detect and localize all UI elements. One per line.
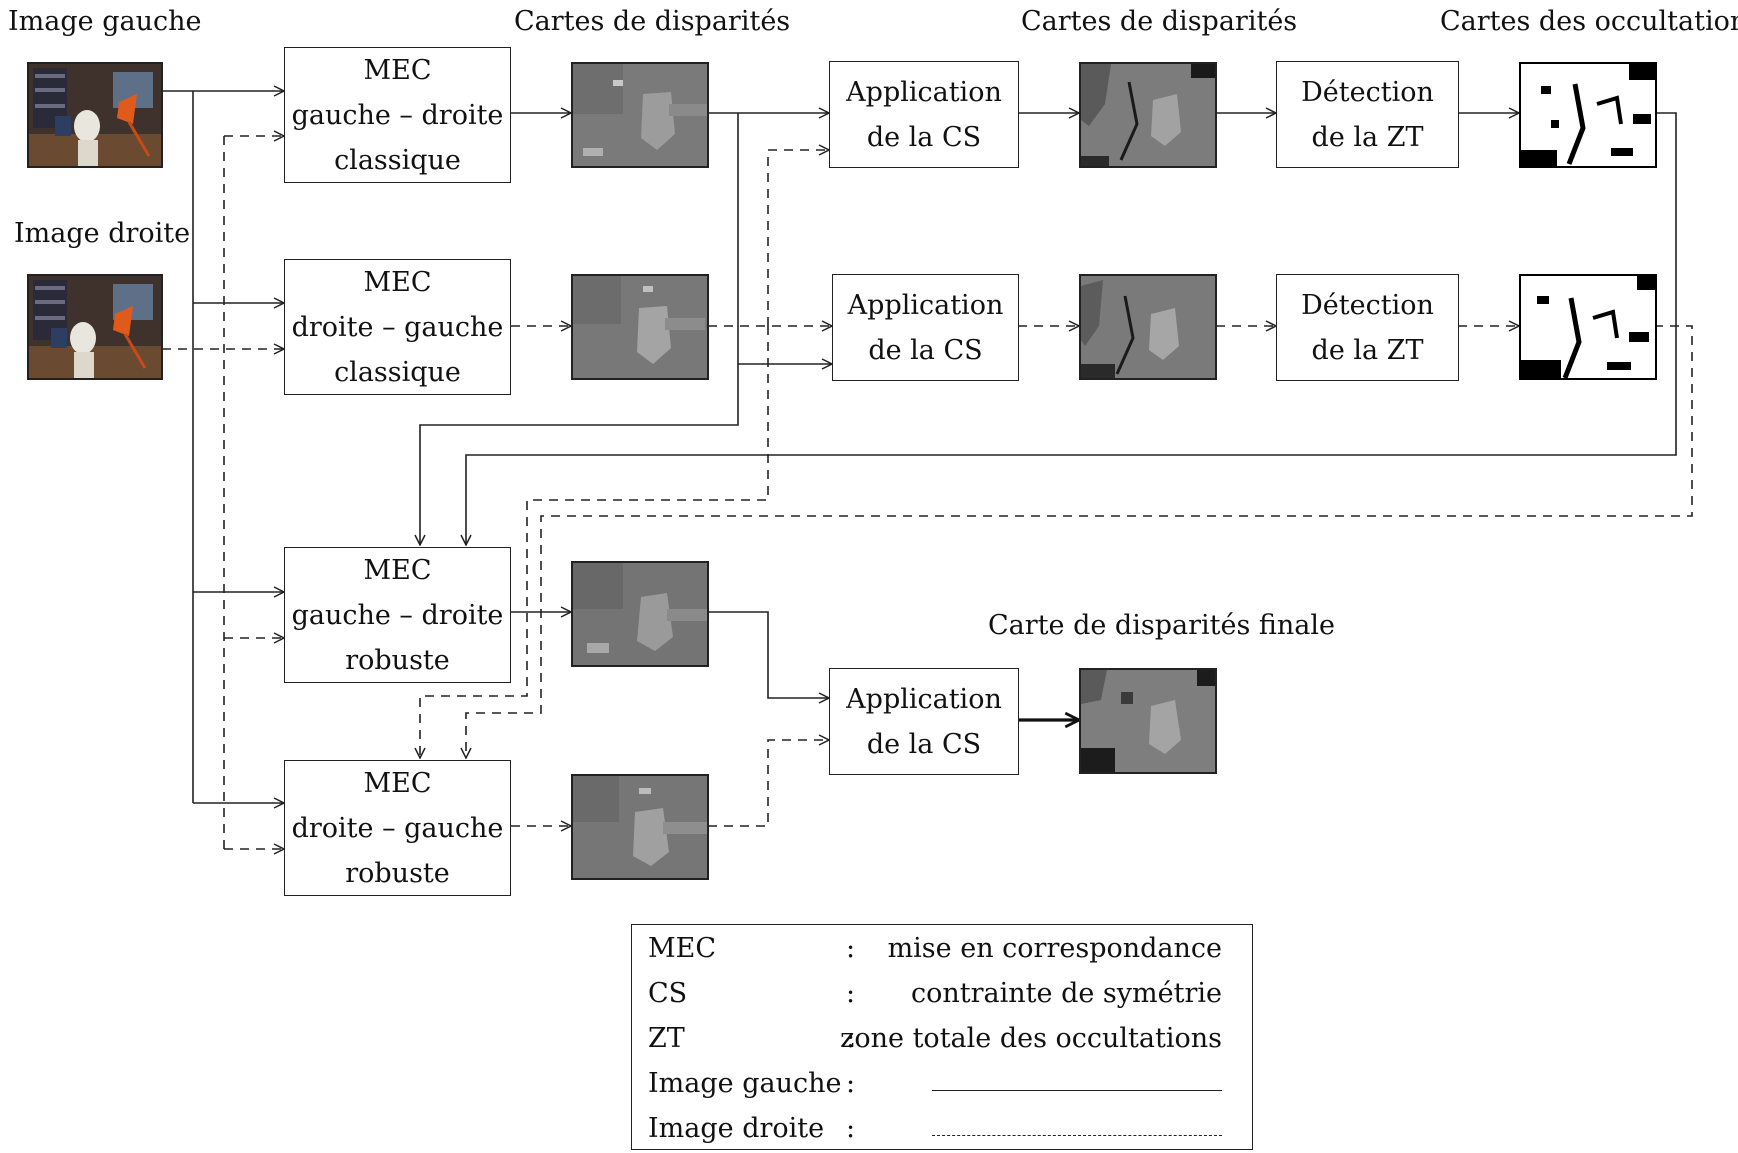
zt-detection-box-2: Détection de la ZT <box>1276 274 1459 381</box>
box-line: de la CS <box>866 728 982 760</box>
legend-row-right-image: Image droite : <box>648 1113 1222 1153</box>
legend-row-zt: ZT : zone totale des occultations <box>648 1023 1222 1063</box>
legend-definition: contrainte de symétrie <box>911 978 1222 1009</box>
final-map-title: Carte de disparités finale <box>988 610 1335 641</box>
legend-colon: : <box>846 1023 856 1054</box>
right-image-photo <box>27 274 163 380</box>
box-line: de la CS <box>866 121 982 153</box>
legend-row-left-image: Image gauche : <box>648 1068 1222 1108</box>
box-line: robuste <box>345 857 450 889</box>
box-line: classique <box>334 144 461 176</box>
box-line: Détection <box>1301 289 1434 321</box>
box-line: gauche – droite <box>291 599 504 631</box>
legend-definition: zone totale des occultations <box>840 1023 1222 1054</box>
mec-left-right-robust-box: MEC gauche – droite robuste <box>284 547 511 683</box>
legend-solid-line-sample <box>932 1090 1222 1091</box>
line-occ1-feedback-to-mec-lr-robust <box>466 112 1677 545</box>
cs-application-box-1: Application de la CS <box>829 61 1019 168</box>
disparity-map-cs-1 <box>1079 62 1217 168</box>
line-disp-lr-down-to-mec-lr-robust <box>420 113 739 545</box>
legend-colon: : <box>846 978 856 1009</box>
disparity-map-cs-2 <box>1079 274 1217 380</box>
legend-colon: : <box>846 933 856 964</box>
box-line: robuste <box>345 644 450 676</box>
left-image-title: Image gauche <box>8 6 202 37</box>
disparity-maps-title-1: Cartes de disparités <box>514 6 791 37</box>
legend-dashed-line-sample <box>932 1135 1222 1136</box>
legend-colon: : <box>846 1113 856 1144</box>
mec-left-right-classic-box: MEC gauche – droite classique <box>284 47 511 183</box>
right-image-title: Image droite <box>14 218 191 249</box>
occlusion-maps-title: Cartes des occultations <box>1440 6 1738 37</box>
box-line: de la ZT <box>1311 121 1424 153</box>
line-occ2-feedback-to-mec-rl-robust <box>466 325 1693 758</box>
cs-application-box-final: Application de la CS <box>829 668 1019 775</box>
box-line: gauche – droite <box>291 99 504 131</box>
box-line: Application <box>846 76 1002 108</box>
box-line: MEC <box>363 54 432 86</box>
occlusion-map-2 <box>1519 274 1657 380</box>
box-line: MEC <box>363 266 432 298</box>
legend-term: Image gauche <box>648 1068 842 1099</box>
disparity-maps-title-2: Cartes de disparités <box>1021 6 1298 37</box>
legend-definition: mise en correspondance <box>887 933 1222 964</box>
box-line: Détection <box>1301 76 1434 108</box>
left-image-photo <box>27 62 163 168</box>
box-line: de la CS <box>868 334 983 366</box>
box-line: droite – gauche <box>291 812 504 844</box>
box-line: de la ZT <box>1311 334 1424 366</box>
legend-term: MEC <box>648 933 717 964</box>
box-line: MEC <box>363 554 432 586</box>
legend-colon: : <box>846 1068 856 1099</box>
legend-row-cs: CS : contrainte de symétrie <box>648 978 1222 1018</box>
line-disp-rl-down-to-mec-rl-robust <box>420 326 769 758</box>
line-disp-rl-up-to-cs1 <box>767 150 829 326</box>
legend-row-mec: MEC : mise en correspondance <box>648 933 1222 973</box>
box-line: MEC <box>363 767 432 799</box>
disparity-map-lr-robust <box>571 561 709 667</box>
zt-detection-box-1: Détection de la ZT <box>1276 61 1459 168</box>
disparity-map-lr-classic <box>571 62 709 168</box>
legend-box: MEC : mise en correspondance CS : contra… <box>631 924 1253 1150</box>
line-disp-lr-robust-to-cs-final <box>708 611 829 698</box>
occlusion-map-1 <box>1519 62 1657 168</box>
box-line: Application <box>846 683 1002 715</box>
final-disparity-map <box>1079 668 1217 774</box>
cs-application-box-2: Application de la CS <box>832 274 1019 381</box>
mec-right-left-robust-box: MEC droite – gauche robuste <box>284 760 511 896</box>
line-disp-rl-robust-to-cs-final <box>708 740 829 827</box>
disparity-map-rl-robust <box>571 774 709 880</box>
box-line: droite – gauche <box>291 311 504 343</box>
disparity-map-rl-classic <box>571 274 709 380</box>
box-line: Application <box>847 289 1004 321</box>
box-line: classique <box>334 356 461 388</box>
legend-term: CS <box>648 978 688 1009</box>
legend-term: Image droite <box>648 1113 825 1144</box>
legend-term: ZT <box>648 1023 685 1054</box>
mec-right-left-classic-box: MEC droite – gauche classique <box>284 259 511 395</box>
